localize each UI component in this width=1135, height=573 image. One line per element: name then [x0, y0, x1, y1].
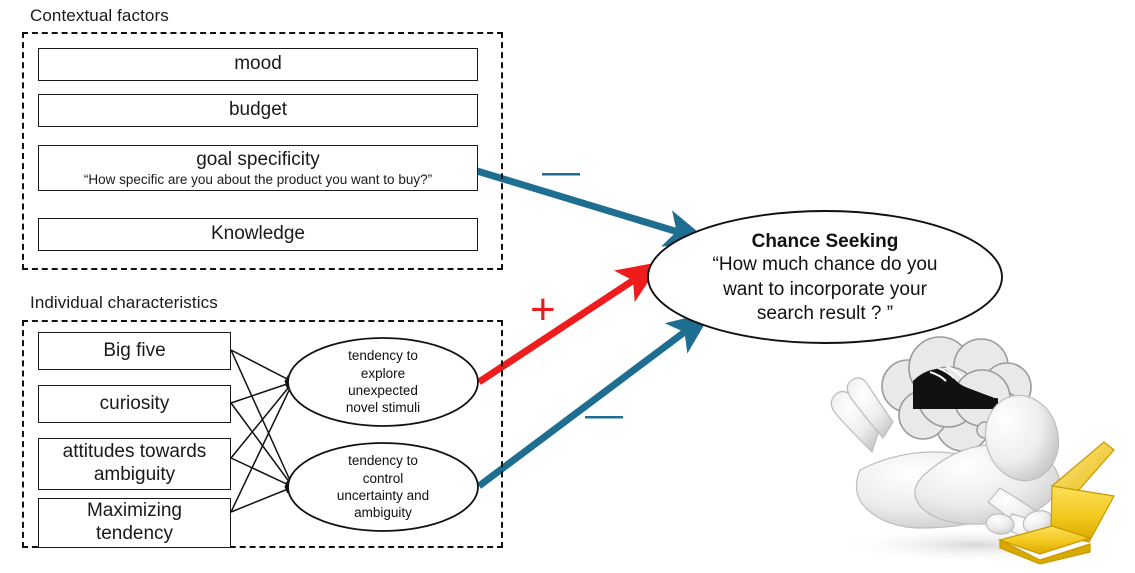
- outcome-line: “How much chance do you: [712, 254, 938, 276]
- factor-title: Knowledge: [210, 223, 306, 245]
- trait-box-big-five[interactable]: Big five: [38, 332, 231, 370]
- mediator-line: explore: [360, 365, 406, 381]
- trait-line-1: curiosity: [99, 392, 170, 414]
- factor-title: goal specificity: [196, 148, 320, 170]
- factor-title: budget: [228, 99, 288, 121]
- factor-box-mood[interactable]: mood: [38, 48, 478, 81]
- sign-plus-middle: +: [530, 285, 556, 334]
- factor-subtitle: “How specific are you about the product …: [83, 171, 433, 187]
- trait-line-2: tendency: [95, 523, 174, 544]
- mediator-line: tendency to: [348, 453, 418, 469]
- laptop-icon: [997, 441, 1115, 565]
- trait-box-maximizing-tendency[interactable]: Maximizing tendency: [38, 498, 231, 548]
- sign-minus-top: —: [542, 151, 580, 193]
- mediator-line: ambiguity: [354, 505, 412, 521]
- arrow-goal-specificity-negative: [475, 167, 710, 247]
- trait-line-1: Maximizing: [86, 500, 183, 522]
- trait-box-attitudes-towards-ambiguity[interactable]: attitudes towards ambiguity: [38, 438, 231, 490]
- mediator-label-explore: tendency to explore unexpected novel sti…: [293, 342, 473, 422]
- outcome-label: Chance Seeking “How much chance do you w…: [665, 222, 985, 334]
- mediator-line: tendency to: [348, 348, 418, 364]
- thought-bubble-icon: [881, 336, 1032, 452]
- factor-title: mood: [234, 53, 282, 75]
- sign-minus-bottom: —: [585, 394, 623, 436]
- mediator-line: unexpected: [348, 383, 418, 398]
- figure-head: [984, 394, 1060, 482]
- factor-box-goal-specificity[interactable]: goal specificity “How specific are you a…: [38, 145, 478, 191]
- outcome-line: want to incorporate your: [723, 278, 927, 300]
- mediator-line: uncertainty and: [336, 488, 430, 503]
- outcome-title: Chance Seeking: [751, 230, 899, 252]
- arrow-explore-positive: [477, 261, 662, 385]
- trait-line-1: Big five: [103, 339, 166, 361]
- trait-line-2: ambiguity: [93, 464, 176, 485]
- mediator-line: novel stimuli: [345, 400, 421, 416]
- mediator-label-control: tendency to control uncertainty and ambi…: [293, 447, 473, 527]
- factor-box-budget[interactable]: budget: [38, 94, 478, 127]
- factor-box-knowledge[interactable]: Knowledge: [38, 218, 478, 251]
- outcome-line: search result ? ”: [756, 303, 894, 325]
- shoe-icon: [913, 365, 998, 409]
- figure-shadow: [835, 527, 1115, 563]
- thought-bubble-tail-icon: [976, 421, 999, 450]
- trait-line-1: attitudes towards: [62, 441, 207, 463]
- figure-body: [830, 377, 1060, 546]
- individual-group-label: Individual characteristics: [30, 293, 218, 312]
- contextual-group-frame: [22, 32, 503, 270]
- mediator-line: control: [362, 470, 404, 486]
- trait-box-curiosity[interactable]: curiosity: [38, 385, 231, 423]
- contextual-group-label: Contextual factors: [30, 6, 169, 25]
